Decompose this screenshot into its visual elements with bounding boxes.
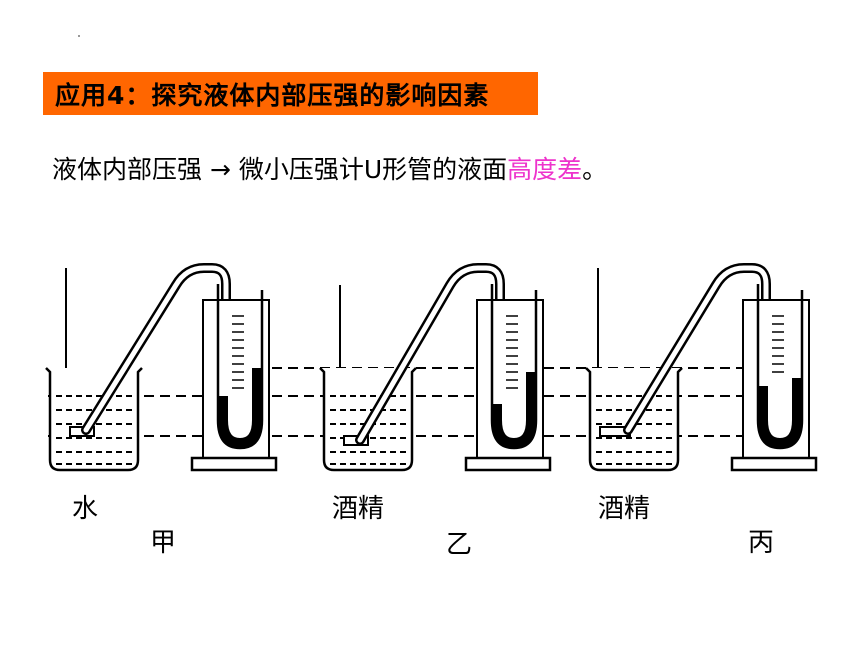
setup-jia: [45, 263, 278, 472]
statement-end: 。: [582, 155, 608, 184]
setup-yi: [319, 263, 552, 472]
caption-yi: 乙: [446, 530, 473, 560]
liquid-label-jia: 水: [72, 494, 99, 524]
statement-text: 液体内部压强 → 微小压强计U形管的液面: [52, 155, 508, 184]
liquid-label-yi: 酒精: [332, 494, 385, 524]
statement: 液体内部压强 → 微小压强计U形管的液面高度差。: [52, 150, 607, 186]
setup-bing: [585, 263, 818, 472]
caption-bing: 丙: [748, 528, 775, 558]
slide-title-text: 应用4：探究液体内部压强的影响因素: [55, 80, 490, 110]
liquid-label-bing: 酒精: [598, 494, 651, 524]
decorative-dot: [78, 35, 80, 37]
caption-jia: 甲: [150, 528, 177, 558]
statement-highlight: 高度差: [507, 155, 583, 184]
reference-lines: [48, 367, 812, 437]
slide-title: 应用4：探究液体内部压强的影响因素: [43, 72, 538, 115]
